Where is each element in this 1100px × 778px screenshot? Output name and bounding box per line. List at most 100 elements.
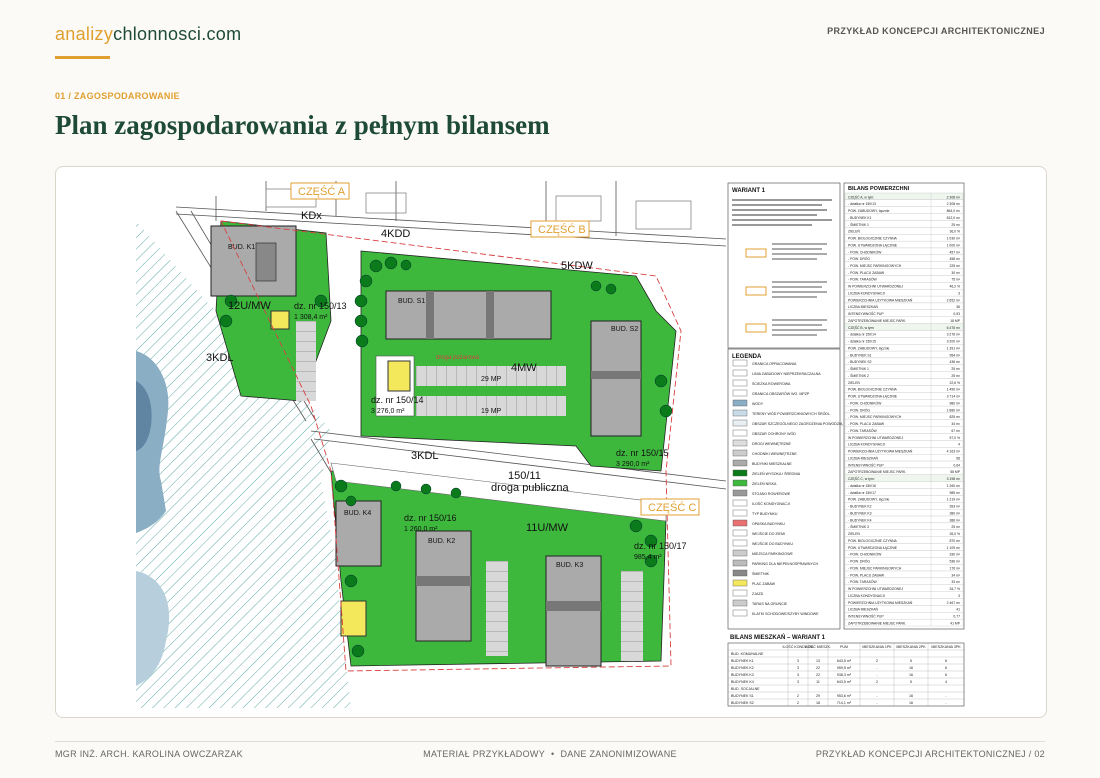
footer-right: PRZYKŁAD KONCEPCJI ARCHITEKTONICZNEJ / 0… [815, 749, 1045, 759]
brand-underline [55, 56, 110, 59]
balance-value: 0,77 [953, 615, 960, 619]
apt-cell: 938,3 m² [837, 673, 852, 677]
balance-value: 985 m² [949, 491, 960, 495]
road-kdd-label: 4KDD [381, 228, 410, 240]
legend-swatch [732, 499, 748, 507]
balance-rows: CZĘŚĆ A, w tym:2 308 m²- działka nr 150/… [844, 192, 964, 627]
balance-label: W POWIERZCHNI UTWARDZONEJ [848, 587, 903, 591]
apt-cell: - [876, 673, 878, 677]
apt-cell: 16 [909, 666, 913, 670]
balance-label: - POW. CHODNIKÓW [848, 400, 882, 405]
legend-swatch [732, 469, 748, 477]
balance-value: 386 m² [949, 518, 960, 522]
balance-row [844, 227, 964, 235]
parking-b-1 [416, 366, 566, 386]
road-kdl-mid-label: 3KDL [411, 450, 439, 462]
balance-label: INTENSYWNOŚĆ PUP [848, 614, 884, 619]
public-road-number: 150/11 [508, 470, 541, 482]
area-balance-table: BILANS POWIERZCHNI CZĘŚĆ A, w tym:2 308 … [843, 182, 965, 630]
balance-label: ZAPOTRZEBOWANIE MIEJSC PARK. [848, 319, 906, 323]
balance-label: - działka nr 150/16 [848, 484, 876, 488]
balance-label: INTENSYWNOŚĆ PUP [848, 311, 884, 316]
apt-cell: 3 [797, 659, 799, 663]
building-s1-stair [426, 291, 434, 339]
playground-c [340, 600, 367, 637]
parking-b-1-label: 29 MP [481, 376, 502, 383]
playground-a [270, 310, 290, 330]
balance-label: POW. ZABUDOWY, łącznie [848, 346, 890, 350]
building-k3-label: BUD. K3 [556, 562, 583, 569]
plot-3-label: dz. nr 150/15 [616, 448, 669, 458]
balance-label: ZAPOTRZEBOWANIE MIEJSC PARK. [848, 621, 906, 625]
plot-labels: dz. nr 150/13 1 308,4 m² dz. nr 150/14 3… [294, 301, 687, 561]
fire-road-label: droga pożarowa [436, 355, 480, 361]
apt-cell: 6 [945, 666, 947, 670]
balance-label: POW. BIOLOGICZNIE CZYNNA [848, 237, 898, 241]
legend-item: ZIELEŃ WYSOKA I ŚREDNIA [752, 471, 801, 476]
balance-value: 330 m² [949, 553, 960, 557]
brand-logo[interactable]: analizychlonnosci.com [55, 24, 241, 45]
apt-cell: BUDYNEK S2 [731, 701, 754, 705]
legend-item: KLATKI SCHODOWE/SZYBY WINDOWE [752, 612, 819, 616]
plot-1-label: dz. nr 150/13 [294, 301, 347, 311]
building-s2-label: BUD. S2 [611, 326, 638, 333]
apt-cell: MIESZKANIA 2PK [896, 645, 926, 649]
balance-label: - POW. TARASÓW [848, 277, 877, 282]
legend-item: ZIELEŃ NISKA [752, 482, 777, 486]
balance-label: CZĘŚĆ A, w tym: [848, 194, 874, 199]
public-road [330, 462, 667, 522]
balance-label: POW. ZABUDOWY, łącznie [848, 209, 890, 213]
balance-label: ZIELEŃ [848, 381, 860, 385]
balance-label: POW. UTWARDZONA ŁĄCZNIE [848, 395, 898, 399]
plot-5-label: dz. nr 150/17 [634, 541, 687, 551]
balance-value: 25 m² [951, 223, 961, 227]
apt-cell: - [876, 701, 878, 705]
building-s1-label: BUD. S1 [398, 298, 425, 305]
legend-swatch [732, 459, 748, 467]
balance-label: LICZBA MIESZKAŃ [848, 456, 879, 460]
balance-value: 1 109 m² [947, 546, 961, 550]
balance-value: 536 m² [949, 560, 960, 564]
apt-cell: - [876, 666, 878, 670]
legend-swatch [732, 609, 748, 617]
balance-value: 4 163 m² [947, 450, 961, 454]
balance-value: 33 m² [951, 580, 961, 584]
legend-item: DROGI WEWNĘTRZNE [752, 442, 792, 446]
balance-label: POWIERZCHNIA UŻYTKOWA MIESZKAŃ [848, 600, 913, 605]
building-k4-label: BUD. K4 [344, 510, 371, 517]
section-label: 01 / ZAGOSPODAROWANIE [55, 91, 180, 101]
apt-cell: - [876, 694, 878, 698]
apt-cell: BUD. SOCJALNE [731, 687, 760, 691]
balance-label: - POW. DRÓG [848, 407, 870, 412]
balance-label: POW. BIOLOGICZNIE CZYNNA [848, 539, 898, 543]
legend-item: TERENY WÓD POWIERZCHNIOWYCH ŚRÓDL. [752, 411, 831, 416]
balance-value: 3 276 m² [947, 333, 961, 337]
balance-label: POWIERZCHNIA UŻYTKOWA MIESZKAŃ [848, 449, 913, 454]
balance-value: 41 [956, 608, 960, 612]
balance-value: 36,0 % [949, 230, 960, 234]
balance-label: POW. ZABUDOWY, łącznie [848, 498, 890, 502]
balance-label: INTENSYWNOŚĆ PUP [848, 462, 884, 467]
apt-cell: 959,5 m² [837, 666, 852, 670]
apt-cell: 2 [797, 694, 799, 698]
apt-cell: - [945, 694, 947, 698]
balance-label: - POW. PLACU ZABAW [848, 271, 885, 275]
legend-swatch [732, 399, 748, 407]
playground-b [387, 360, 411, 392]
balance-label: - ŚMIETNIK 2 [848, 373, 869, 378]
legend-item: ZJAZD [752, 592, 764, 596]
balance-label: CZĘŚĆ B, w tym: [848, 325, 874, 330]
balance-label: - POW. MIEJSC PARKINGOWYCH [848, 415, 902, 419]
apt-cell: 13 [816, 659, 820, 663]
apt-cell: 6 [945, 659, 947, 663]
apt-cell: 2 [876, 659, 878, 663]
balance-value: 3 198 m² [947, 477, 961, 481]
balance-value: 57,0 % [949, 436, 960, 440]
balance-value: 436 m² [949, 360, 960, 364]
balance-value: 1 391 m² [947, 346, 961, 350]
balance-value: 34 m² [951, 422, 961, 426]
footer-center-b: DANE ZANONIMIZOWANE [560, 749, 677, 759]
balance-value: 34 m² [951, 573, 961, 577]
balance-value: 0,64 [953, 463, 960, 467]
